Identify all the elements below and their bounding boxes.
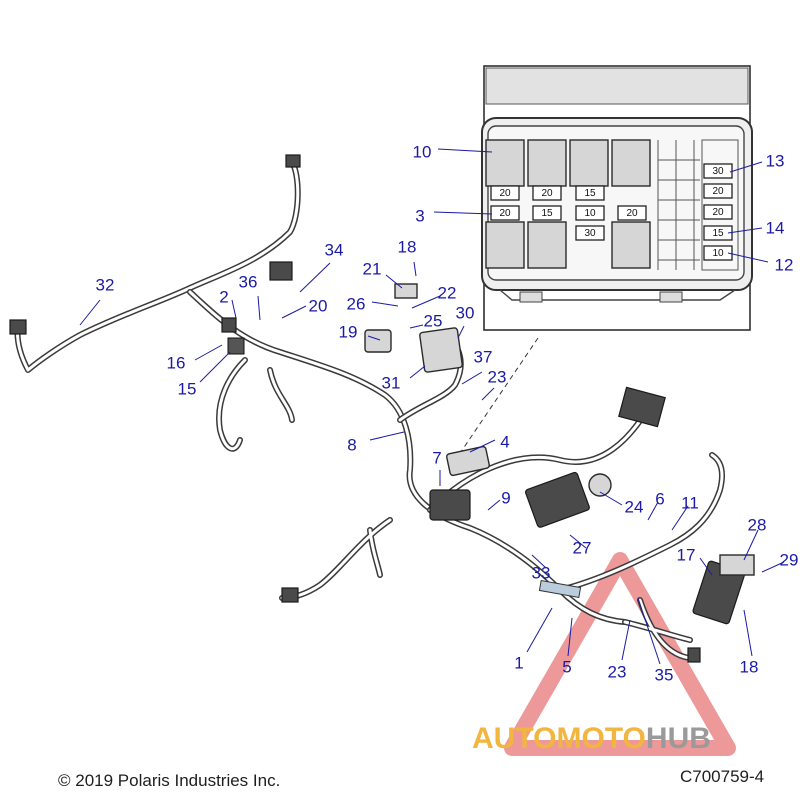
- callout-34: 34: [325, 240, 344, 259]
- fuse: 10: [703, 245, 733, 261]
- drawing-number: C700759-4: [680, 767, 765, 786]
- callout-2: 2: [219, 287, 228, 306]
- callout-1: 1: [514, 653, 523, 672]
- callout-28: 28: [748, 515, 767, 534]
- callout-14: 14: [766, 218, 785, 237]
- fuse: 20: [703, 183, 733, 199]
- callout-30: 30: [456, 303, 475, 322]
- fuse-body: [617, 205, 647, 221]
- callout-9: 9: [501, 488, 510, 507]
- fuse: 20: [617, 205, 647, 221]
- fuse: 20: [490, 205, 520, 221]
- callout-10: 10: [413, 142, 432, 161]
- watermark-logo: AUTOMOTOHUB: [472, 722, 711, 756]
- fuse-body: [703, 183, 733, 199]
- callout-22: 22: [438, 283, 457, 302]
- callout-37: 37: [474, 347, 493, 366]
- callout-18: 18: [740, 657, 759, 676]
- fuse-rating: 10: [712, 248, 724, 259]
- fuse-box-inset: [481, 65, 753, 331]
- callout-27: 27: [573, 538, 592, 557]
- fuse-body: [575, 225, 605, 241]
- fuse: 20: [490, 185, 520, 201]
- fuse-rating: 20: [541, 188, 553, 199]
- callout-15: 15: [178, 379, 197, 398]
- callout-35: 35: [655, 665, 674, 684]
- callout-32: 32: [96, 275, 115, 294]
- fuse: 15: [575, 185, 605, 201]
- fuse: 30: [703, 163, 733, 179]
- callout-25: 25: [424, 311, 443, 330]
- callout-17: 17: [677, 545, 696, 564]
- callout-31: 31: [382, 373, 401, 392]
- fuse-rating: 30: [712, 166, 724, 177]
- fuse-rating: 15: [541, 208, 553, 219]
- callout-33: 33: [532, 563, 551, 582]
- fuse-body: [703, 225, 733, 241]
- callout-13: 13: [766, 151, 785, 170]
- callout-leaders: [79, 148, 785, 665]
- fuse-layer: 20 20 15 20 15 10 20 30 30 20 20 15 10: [490, 163, 733, 261]
- fuse: 20: [703, 204, 733, 220]
- fuse: 20: [532, 185, 562, 201]
- fuse-rating: 20: [626, 208, 638, 219]
- fuse-body: [575, 185, 605, 201]
- fuse-body: [532, 185, 562, 201]
- callout-12: 12: [775, 255, 794, 274]
- callout-29: 29: [780, 550, 799, 569]
- fuse-rating: 15: [712, 228, 724, 239]
- callout-11: 11: [681, 493, 699, 512]
- callout-7: 7: [432, 448, 441, 467]
- fuse-body: [703, 245, 733, 261]
- fuse: 15: [703, 225, 733, 241]
- fuse-body: [575, 205, 605, 221]
- fuse-rating: 15: [584, 188, 596, 199]
- inset-leader-dashed: [449, 337, 539, 469]
- fuse-body: [490, 185, 520, 201]
- fuse-body: [703, 204, 733, 220]
- callout-26: 26: [347, 294, 366, 313]
- callout-18: 18: [398, 237, 417, 256]
- fuse-rating: 20: [499, 208, 511, 219]
- fuse-rating: 20: [712, 186, 724, 197]
- harness-line-art: [9, 154, 755, 663]
- watermark-text-secondary: HUB: [645, 722, 711, 755]
- fuse-rating: 20: [499, 188, 511, 199]
- fuse: 10: [575, 205, 605, 221]
- watermark-text-primary: AUTOMOTO: [472, 722, 646, 755]
- fuse: 15: [532, 205, 562, 221]
- callout-23: 23: [488, 367, 507, 386]
- callout-21: 21: [363, 259, 382, 278]
- callout-layer: 1234567891011121314151617181819202122232…: [96, 142, 799, 684]
- fuse-body: [490, 205, 520, 221]
- fuse: 30: [575, 225, 605, 241]
- callout-20: 20: [309, 296, 328, 315]
- fuse-body: [532, 205, 562, 221]
- callout-6: 6: [655, 489, 664, 508]
- callout-3: 3: [415, 206, 424, 225]
- fuse-rating: 10: [584, 208, 596, 219]
- callout-5: 5: [562, 657, 571, 676]
- copyright-notice: © 2019 Polaris Industries Inc.: [58, 771, 281, 790]
- callout-24: 24: [625, 497, 644, 516]
- callout-4: 4: [500, 432, 509, 451]
- callout-16: 16: [167, 353, 186, 372]
- callout-23: 23: [608, 662, 627, 681]
- callout-36: 36: [239, 272, 258, 291]
- fuse-rating: 20: [712, 207, 724, 218]
- callout-8: 8: [347, 435, 356, 454]
- callout-19: 19: [339, 322, 358, 341]
- fuse-rating: 30: [584, 228, 596, 239]
